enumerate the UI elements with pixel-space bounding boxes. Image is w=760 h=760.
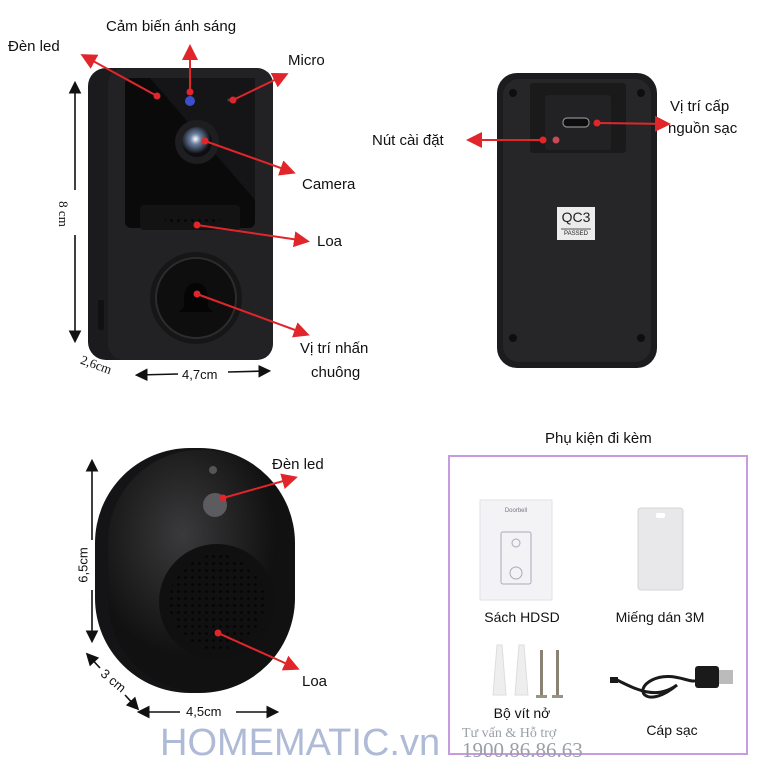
label-light-sensor: Cảm biến ánh sáng <box>106 18 237 35</box>
bell-icon <box>179 283 213 312</box>
accessory-label: Miếng dán 3M <box>615 609 705 625</box>
chime-annotations <box>214 473 300 671</box>
label-setup-button: Nút cài đặt <box>372 132 444 149</box>
accessories-box <box>448 455 748 755</box>
screws-anchors-icon <box>492 644 563 698</box>
label-camera: Camera <box>302 176 356 193</box>
label-chime-led: Đèn led <box>272 456 324 473</box>
qc-badge-top: QC3 <box>561 209 591 225</box>
dim-chime-height: 6,5cm <box>75 547 91 583</box>
dim-chime-width: 4,5cm <box>186 704 222 719</box>
front-dimension-lines <box>68 80 272 382</box>
front-annotations <box>80 44 310 338</box>
label-chime-speaker: Loa <box>302 673 328 690</box>
accessory-label: Cáp sạc <box>646 722 698 738</box>
speaker-grille <box>169 554 265 650</box>
adhesive-sticker-icon <box>637 507 684 591</box>
watermark-brand: HOMEMATIC.vn <box>160 722 441 760</box>
watermark-support: Tư vấn & Hỗ trợ <box>462 726 557 741</box>
accessory-label: Bộ vít nở <box>493 705 551 721</box>
back-doorbell <box>497 73 657 368</box>
usb-cable-icon <box>610 666 733 699</box>
accessories-title: Phụ kiện đi kèm <box>545 430 652 447</box>
manual-cover-text: Doorbell <box>504 508 528 514</box>
camera-lens <box>182 127 212 157</box>
label-micro: Micro <box>288 52 325 69</box>
manual-booklet-icon <box>479 499 553 601</box>
setup-button <box>552 136 560 144</box>
chime-dimension-lines <box>85 458 280 719</box>
accessory-label: Sách HDSD <box>484 609 560 625</box>
label-charge-port-1: Vị trí cấp <box>670 98 730 115</box>
label-bell-press-1: Vị trí nhấn <box>300 340 369 357</box>
front-doorbell <box>88 68 273 360</box>
label-front-speaker: Loa <box>317 233 343 250</box>
qc-badge <box>557 207 595 240</box>
label-charge-port-2: nguồn sạc <box>668 120 738 137</box>
back-annotations <box>466 115 671 148</box>
chime-unit <box>95 448 295 693</box>
label-front-led: Đèn led <box>8 38 60 55</box>
label-bell-press-2: chuông <box>311 364 361 381</box>
dim-front-height: 8 cm <box>55 201 71 227</box>
watermark-phone: 1900.86.86.63 <box>462 738 583 760</box>
dim-front-width: 4,7cm <box>182 367 218 382</box>
qc-badge-bottom: PASSED <box>564 231 588 237</box>
light-sensor <box>185 96 195 106</box>
usb-port <box>562 117 590 128</box>
